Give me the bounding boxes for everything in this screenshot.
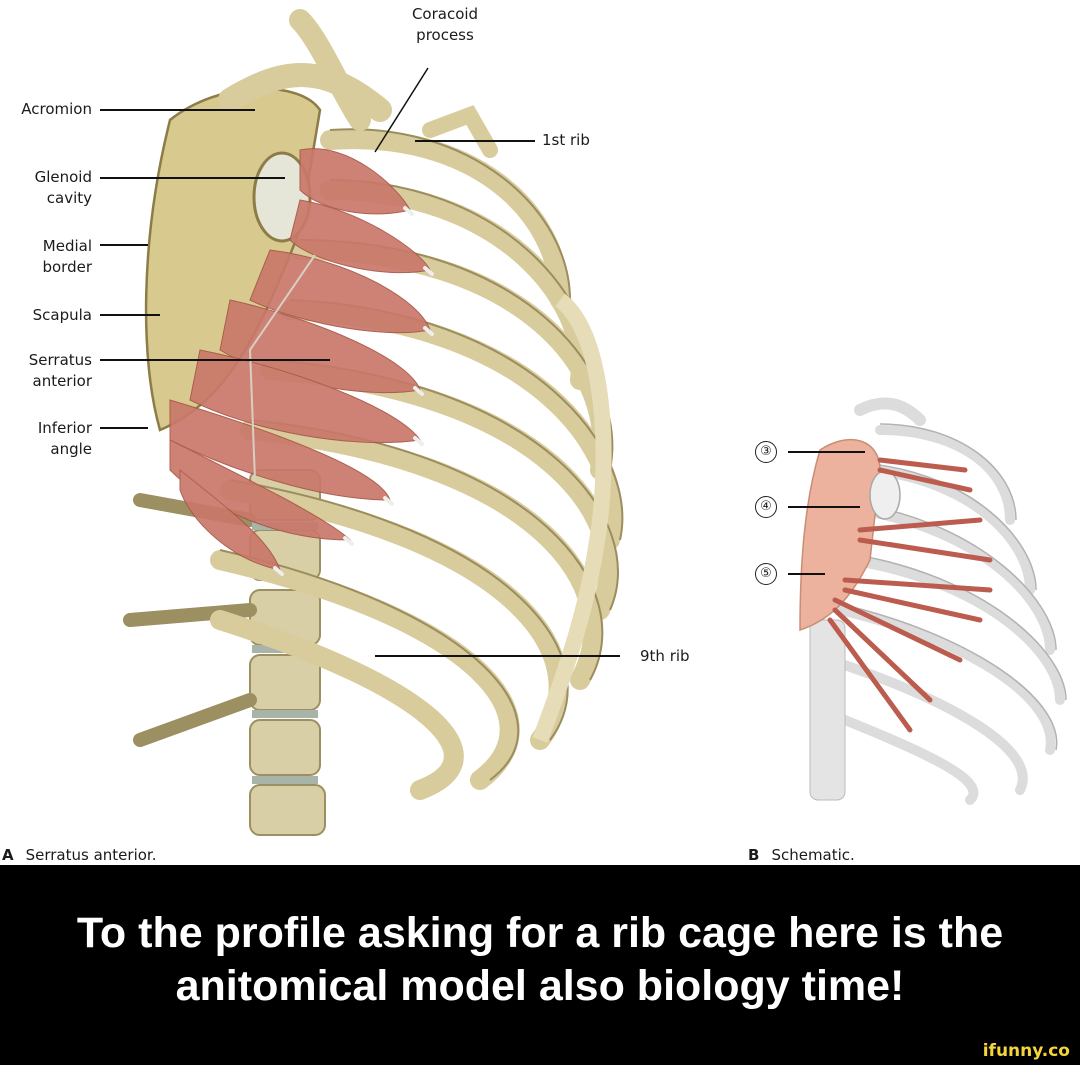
meme-caption-band bbox=[0, 865, 1080, 1065]
label-1st-rib: 1st rib bbox=[542, 131, 590, 149]
meme-caption: To the profile asking for a rib cage her… bbox=[0, 907, 1080, 1013]
caption-a: A Serratus anterior. bbox=[2, 846, 156, 864]
label-coracoid-process: Coracoid process bbox=[411, 5, 479, 44]
caption-a-text: Serratus anterior. bbox=[25, 846, 157, 864]
label-glenoid-cavity: Glenoid cavity bbox=[34, 168, 92, 207]
ifunny-watermark: ifunny.co bbox=[982, 1041, 1070, 1061]
caption-b-letter: B bbox=[748, 846, 760, 864]
label-acromion: Acromion bbox=[21, 100, 92, 118]
caption-a-letter: A bbox=[2, 846, 14, 864]
serratus-muscle bbox=[169, 148, 431, 571]
caption-b: B Schematic. bbox=[748, 846, 855, 864]
rib-cage-illustration bbox=[100, 9, 1067, 836]
schematic-marker-3: ③ bbox=[755, 441, 777, 463]
label-medial-border: Medial border bbox=[42, 237, 92, 276]
schematic-marker-4: ④ bbox=[755, 496, 777, 518]
meme-caption-line-2: anitomical model also biology time! bbox=[175, 962, 905, 1010]
meme-caption-line-1: To the profile asking for a rib cage her… bbox=[76, 909, 1004, 957]
anatomy-figure: Coracoid process Acromion Glenoid cavity… bbox=[2, 5, 1067, 864]
label-inferior-angle: Inferior angle bbox=[37, 419, 92, 458]
label-scapula: Scapula bbox=[32, 306, 92, 324]
label-9th-rib: 9th rib bbox=[640, 647, 690, 665]
schematic-marker-5: ⑤ bbox=[755, 563, 777, 585]
label-serratus-anterior: Serratus anterior bbox=[28, 351, 92, 390]
caption-b-text: Schematic. bbox=[771, 846, 855, 864]
spine bbox=[123, 469, 326, 836]
schematic-rib-cage bbox=[799, 397, 1067, 805]
